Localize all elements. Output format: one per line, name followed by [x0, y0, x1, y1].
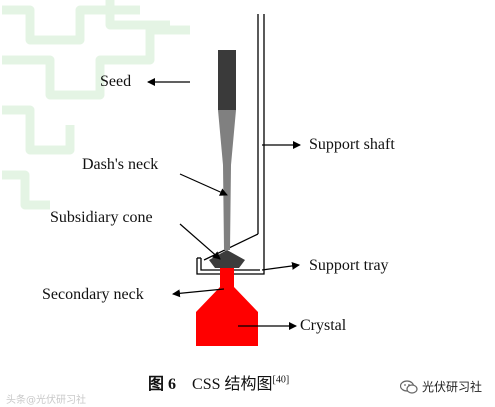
- seed-block: [218, 50, 236, 110]
- watermark-right: 光伏研习社: [400, 378, 482, 395]
- subsidiary-cone-arrow: [179, 223, 221, 260]
- dash-neck-arrow: [179, 173, 228, 196]
- arrows: [147, 78, 301, 330]
- support-shaft-label: Support shaft: [309, 136, 395, 153]
- caption-text: CSS 结构图: [192, 376, 273, 393]
- support-tray-label: Support tray: [309, 257, 389, 274]
- subsidiary-cone-label: Subsidiary cone: [50, 209, 153, 226]
- figure-caption: 图 6 CSS 结构图[40]: [148, 370, 289, 394]
- caption-citation: [40]: [272, 374, 290, 386]
- watermark-right-text: 光伏研习社: [422, 380, 483, 394]
- crystal-body: [196, 268, 258, 346]
- dash-neck-label: Dash's neck: [82, 156, 159, 173]
- watermark-left: 头条@光伏研习社: [6, 395, 86, 406]
- figure-number: 图 6: [148, 376, 177, 393]
- crystal-label: Crystal: [300, 317, 347, 334]
- secondary-neck-label: Secondary neck: [42, 286, 144, 303]
- secondary-neck-arrow: [172, 288, 225, 298]
- subsidiary-cone: [209, 250, 245, 268]
- support-tray-arrow: [261, 261, 300, 271]
- dash-neck: [218, 110, 236, 250]
- background-pattern: [2, 0, 190, 210]
- seed-label: Seed: [100, 73, 132, 90]
- wechat-icon: [400, 379, 418, 394]
